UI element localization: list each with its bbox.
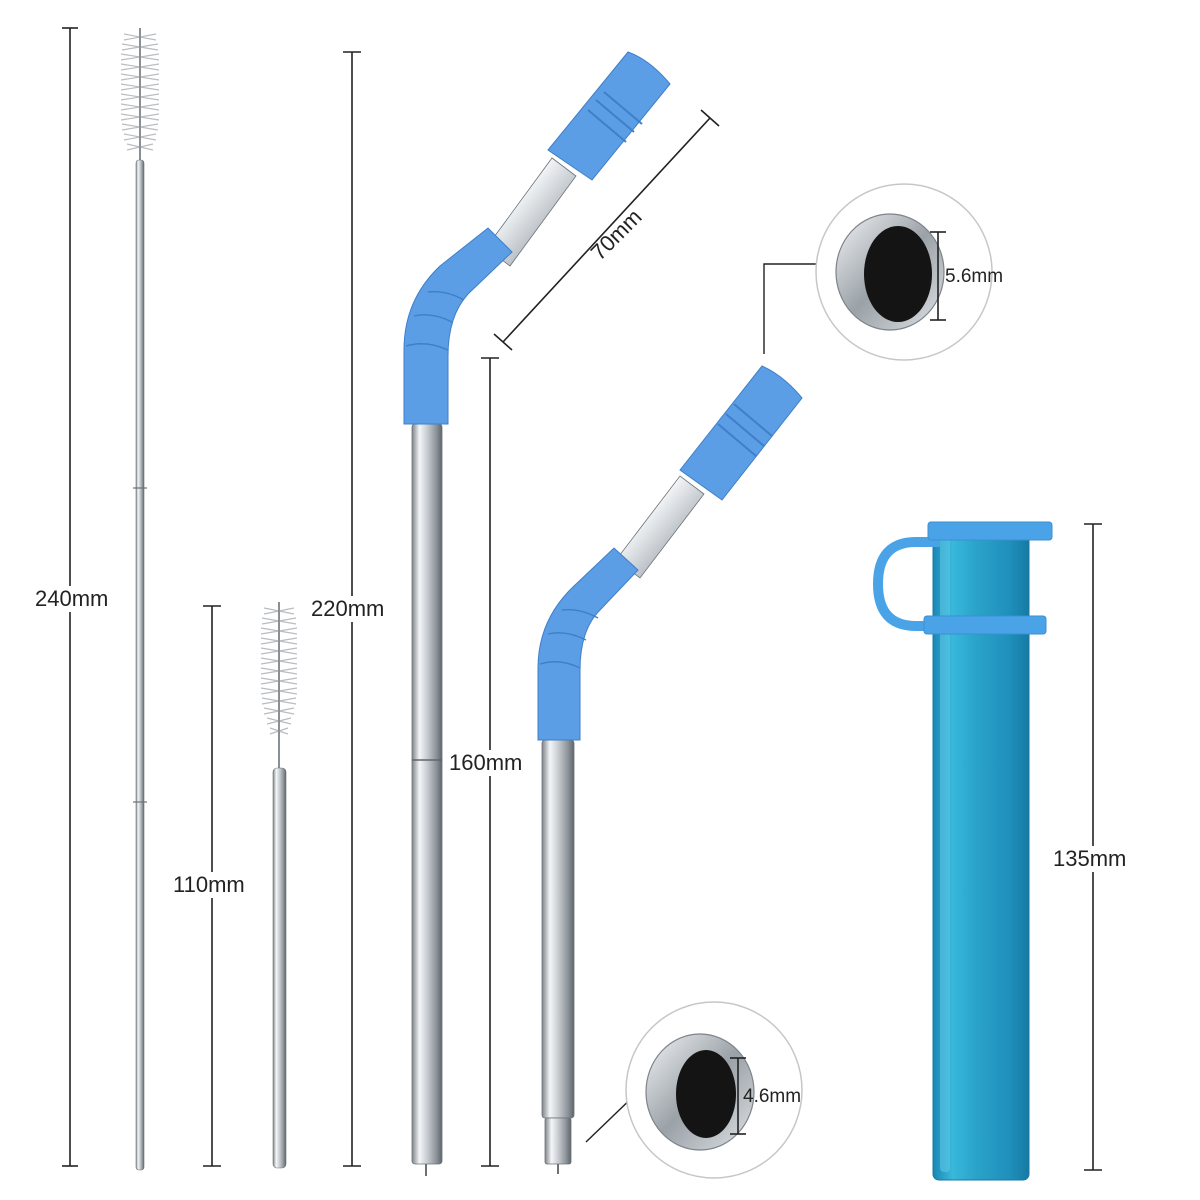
short-brush-handle — [272, 767, 287, 1169]
case-lanyard-loop — [872, 537, 940, 631]
label-4-6mm: 4.6mm — [743, 1086, 802, 1107]
case-cap-band — [923, 615, 1047, 635]
dimension-line-70mm — [493, 109, 720, 351]
label-110mm: 110mm — [172, 872, 246, 898]
label-240mm: 240mm — [34, 586, 110, 612]
small-opening-hole — [676, 1050, 736, 1138]
large-opening-callout — [763, 183, 993, 361]
short-cleaning-brush — [260, 602, 298, 1169]
label-5-6mm: 5.6mm — [945, 266, 1004, 287]
large-opening-hole — [864, 226, 932, 322]
telescopic-straw-extended — [403, 51, 671, 1176]
long-cleaning-brush — [120, 28, 160, 1171]
case-cap-top — [927, 521, 1053, 541]
small-opening-callout — [585, 1001, 803, 1179]
label-160mm: 160mm — [448, 750, 524, 776]
carrying-case — [872, 521, 1053, 1181]
label-135mm: 135mm — [1052, 846, 1128, 872]
telescopic-straw-folded — [537, 365, 803, 1174]
label-220mm: 220mm — [310, 596, 386, 622]
long-brush-handle — [135, 159, 145, 1171]
